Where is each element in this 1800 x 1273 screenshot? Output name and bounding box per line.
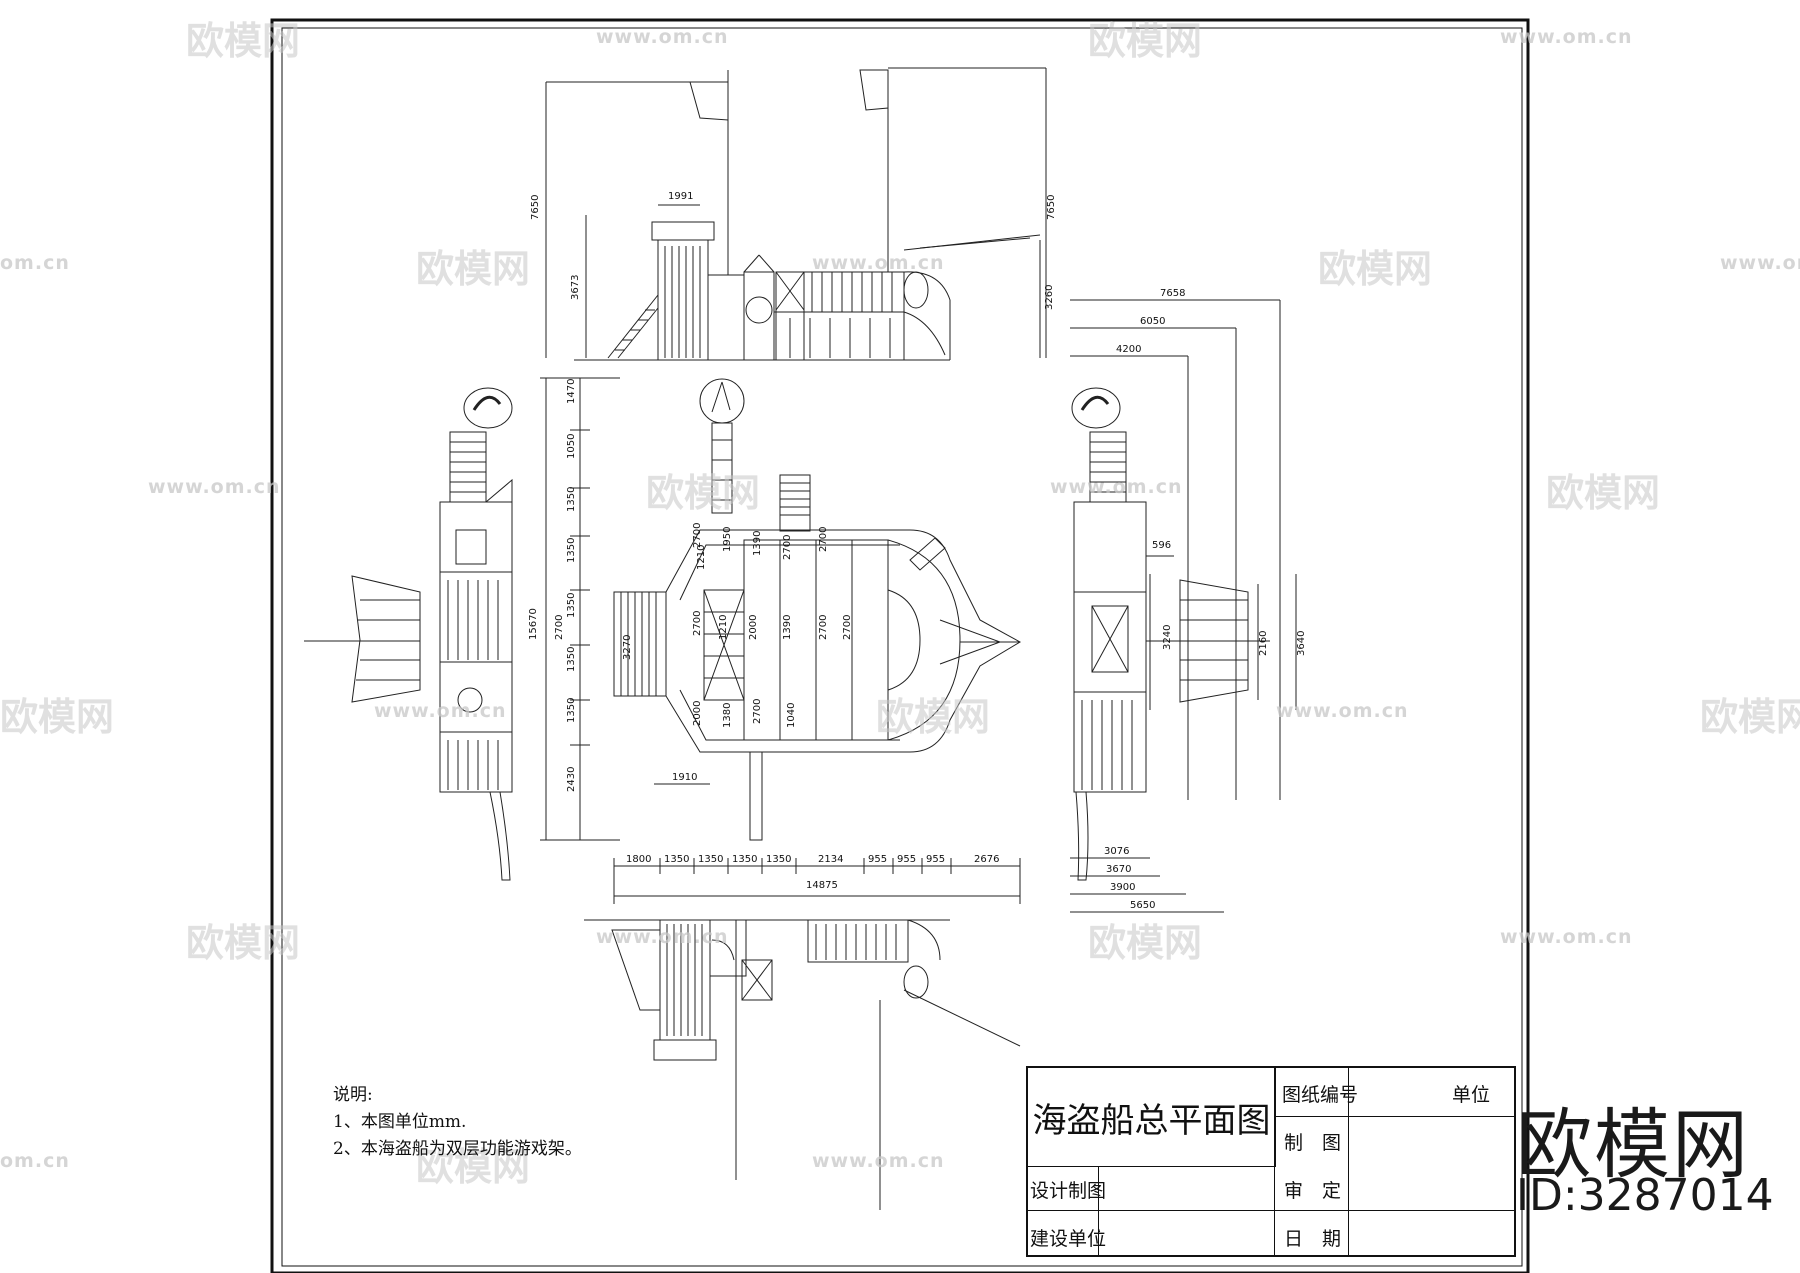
dim-side-bottom: 3670 — [1106, 864, 1131, 875]
drawing-notes: 说明: 1、本图单位mm. 2、本海盗船为双层功能游戏架。 — [333, 1082, 582, 1163]
brand-logo-text: 欧模网 — [1516, 1100, 1750, 1189]
dim-bottom-row: 955 — [868, 854, 887, 865]
dim-plan-1910: 1910 — [672, 772, 697, 783]
dim-front-height-c: 7650 — [1046, 195, 1057, 220]
dim-bottom-row: 1350 — [698, 854, 723, 865]
dim-side-3640: 3640 — [1296, 631, 1307, 656]
dim-plan-3270: 3270 — [622, 635, 633, 660]
dim-left-stack: 1350 — [566, 698, 577, 723]
dim-plan-internal: 1380 — [722, 703, 733, 728]
dim-plan-internal: 2700 — [752, 699, 763, 724]
dim-side-top: 7658 — [1160, 288, 1185, 299]
dim-plan-internal: 2000 — [692, 701, 703, 726]
dim-side-3240: 3240 — [1162, 625, 1173, 650]
dim-bottom-row: 1350 — [664, 854, 689, 865]
brand-id: ID:3287014 — [1516, 1170, 1774, 1221]
right-side-elevation — [1070, 299, 1297, 913]
left-side-elevation — [304, 387, 513, 881]
drawing-no-label: 图纸编号 — [1282, 1084, 1359, 1106]
dim-side-top: 6050 — [1140, 316, 1165, 327]
dim-bottom-row: 955 — [926, 854, 945, 865]
dim-bottom-row: 2134 — [818, 854, 843, 865]
dim-side-bottom: 3076 — [1104, 846, 1129, 857]
date-label: 日 期 — [1284, 1228, 1342, 1250]
unit-label: 单位 — [1452, 1084, 1491, 1106]
plan-view — [540, 377, 1022, 904]
front-elevation — [545, 67, 1047, 361]
dim-plan-internal: 1210 — [696, 545, 707, 570]
title-block: 海盗船总平面图 图纸编号 单位 制 图 设计制图 审 定 建设单位 日 期 — [1026, 1066, 1516, 1257]
dim-side-596: 596 — [1152, 540, 1171, 551]
dim-plan-internal: 2700 — [818, 527, 829, 552]
dim-bottom-total: 14875 — [806, 880, 838, 891]
dim-left-stack: 1350 — [566, 593, 577, 618]
sheet-outer-frame — [270, 18, 1530, 1273]
dim-plan-internal: 1390 — [752, 531, 763, 556]
rear-elevation — [584, 919, 1021, 1210]
tb-divider — [1274, 1068, 1275, 1257]
dim-left-total-a: 15670 — [528, 608, 539, 640]
dim-left-stack: 2430 — [566, 767, 577, 792]
dim-plan-internal: 1950 — [722, 527, 733, 552]
drawn-label: 制 图 — [1284, 1132, 1342, 1154]
tb-divider — [1028, 1166, 1274, 1167]
design-label: 设计制图 — [1030, 1180, 1107, 1202]
dim-plan-internal: 2700 — [818, 615, 829, 640]
dim-front-width: 1991 — [668, 191, 693, 202]
dim-plan-internal: 1390 — [782, 615, 793, 640]
review-label: 审 定 — [1284, 1180, 1342, 1202]
client-label: 建设单位 — [1030, 1228, 1107, 1250]
notes-heading: 说明: — [333, 1085, 373, 1105]
dim-left-stack: 1050 — [566, 434, 577, 459]
dim-plan-internal: 2700 — [692, 611, 703, 636]
dim-plan-internal: 1210 — [718, 615, 729, 640]
dim-side-bottom: 3900 — [1110, 882, 1135, 893]
dim-bottom-row: 1350 — [766, 854, 791, 865]
dim-bottom-row: 1350 — [732, 854, 757, 865]
dim-left-total-b: 2700 — [554, 615, 565, 640]
tb-divider — [1348, 1068, 1349, 1257]
dim-side-2160: 2160 — [1258, 631, 1269, 656]
dim-left-stack: 1350 — [566, 487, 577, 512]
dim-plan-internal: 2000 — [748, 615, 759, 640]
dim-front-height-a: 7650 — [530, 195, 541, 220]
dim-front-height-b: 3673 — [570, 275, 581, 300]
dim-left-stack: 1350 — [566, 647, 577, 672]
sheet-inner-frame — [281, 27, 1523, 1267]
dim-plan-internal: 2700 — [842, 615, 853, 640]
tb-divider — [1098, 1166, 1099, 1257]
tb-divider — [1028, 1210, 1516, 1211]
dim-bottom-row: 1800 — [626, 854, 651, 865]
dim-side-bottom: 5650 — [1130, 900, 1155, 911]
notes-line-1: 1、本图单位mm. — [333, 1112, 467, 1132]
dim-bottom-row: 2676 — [974, 854, 999, 865]
notes-line-2: 2、本海盗船为双层功能游戏架。 — [333, 1139, 582, 1159]
dim-bottom-row: 955 — [897, 854, 916, 865]
dim-plan-internal: 2700 — [782, 535, 793, 560]
dimension-labels: 1991 7650 3673 7650 3260 15670 2700 1910… — [528, 191, 1307, 911]
dim-left-stack: 1470 — [566, 379, 577, 404]
dim-side-top: 4200 — [1116, 344, 1141, 355]
dim-front-height-d: 3260 — [1044, 285, 1055, 310]
dim-plan-internal: 2700 — [692, 523, 703, 548]
dim-plan-internal: 1040 — [786, 703, 797, 728]
tb-divider — [1274, 1116, 1516, 1117]
dim-left-stack: 1350 — [566, 538, 577, 563]
drawing-title: 海盗船总平面图 — [1028, 1068, 1276, 1167]
